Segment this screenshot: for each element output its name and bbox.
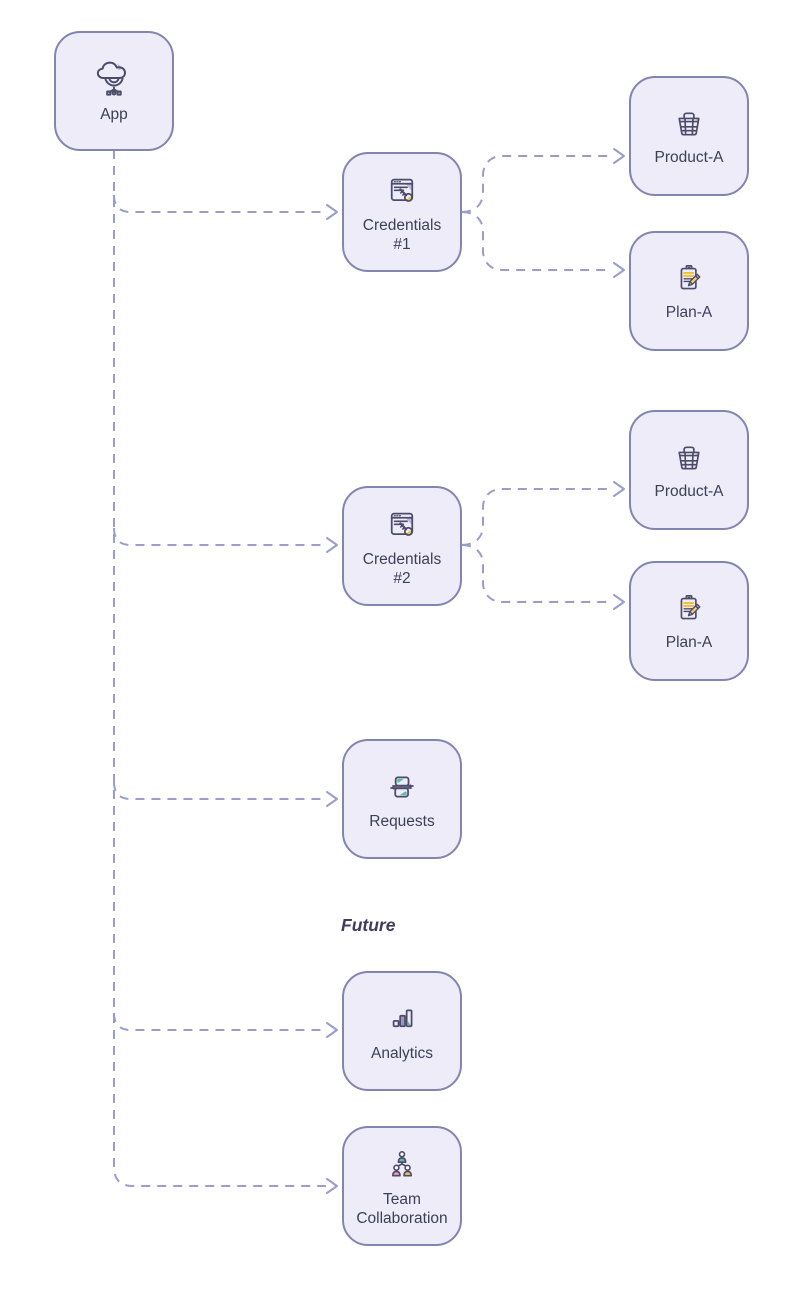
node-label-app: App	[100, 106, 128, 124]
node-label-credentials-1: Credentials #1	[362, 216, 442, 253]
shopping-basket-icon	[678, 112, 700, 136]
arrowhead	[613, 262, 625, 278]
browser-key-icon	[390, 178, 414, 202]
arrowhead	[326, 1022, 338, 1038]
sync-documents-icon	[390, 776, 414, 798]
shopping-basket-icon	[678, 446, 700, 470]
arrowhead	[613, 148, 625, 164]
arrowhead	[326, 204, 338, 220]
node-label-product-a-1: Product-A	[654, 149, 724, 167]
clipboard-pencil-icon	[680, 595, 701, 620]
org-people-icon	[391, 1150, 413, 1177]
node-label-plan-a-2: Plan-A	[665, 634, 713, 652]
node-label-requests: Requests	[369, 813, 435, 831]
node-label-team-collaboration: Team Collaboration	[356, 1190, 448, 1227]
node-product-a-2[interactable]: Product-A	[629, 410, 749, 530]
edge-credentials1-productA	[461, 148, 625, 213]
clipboard-pencil-icon	[680, 265, 701, 290]
arrowhead	[326, 791, 338, 807]
node-requests[interactable]: Requests	[342, 739, 462, 859]
node-label-product-a-2: Product-A	[654, 483, 724, 501]
arrowhead	[613, 481, 625, 497]
edge-app-analytics	[113, 1012, 338, 1038]
node-label-plan-a-1: Plan-A	[665, 304, 713, 322]
node-product-a-1[interactable]: Product-A	[629, 76, 749, 196]
node-credentials-2[interactable]: Credentials #2	[342, 486, 462, 606]
node-label-credentials-2: Credentials #2	[362, 550, 442, 587]
future-section-label: Future	[341, 915, 396, 935]
browser-key-icon	[390, 512, 414, 536]
node-plan-a-2[interactable]: Plan-A	[629, 561, 749, 681]
edge-app-credentials2	[113, 527, 338, 553]
node-plan-a-1[interactable]: Plan-A	[629, 231, 749, 351]
node-label-analytics: Analytics	[370, 1045, 434, 1063]
node-credentials-1[interactable]: Credentials #1	[342, 152, 462, 272]
edge-credentials2-planA	[461, 544, 625, 610]
node-analytics[interactable]: Analytics	[342, 971, 462, 1091]
cloud-gear-icon	[96, 61, 126, 96]
node-app[interactable]: App	[54, 31, 174, 151]
bar-chart-icon	[392, 1009, 413, 1028]
arrowhead	[326, 1178, 338, 1194]
edge-app-team	[113, 150, 338, 1194]
edge-app-credentials1	[113, 194, 338, 220]
arrowhead	[326, 537, 338, 553]
edge-app-requests	[113, 781, 338, 807]
node-team-collaboration[interactable]: Team Collaboration	[342, 1126, 462, 1246]
edge-credentials2-productA	[461, 481, 625, 546]
edge-credentials1-planA	[461, 211, 625, 278]
arrowhead	[613, 594, 625, 610]
